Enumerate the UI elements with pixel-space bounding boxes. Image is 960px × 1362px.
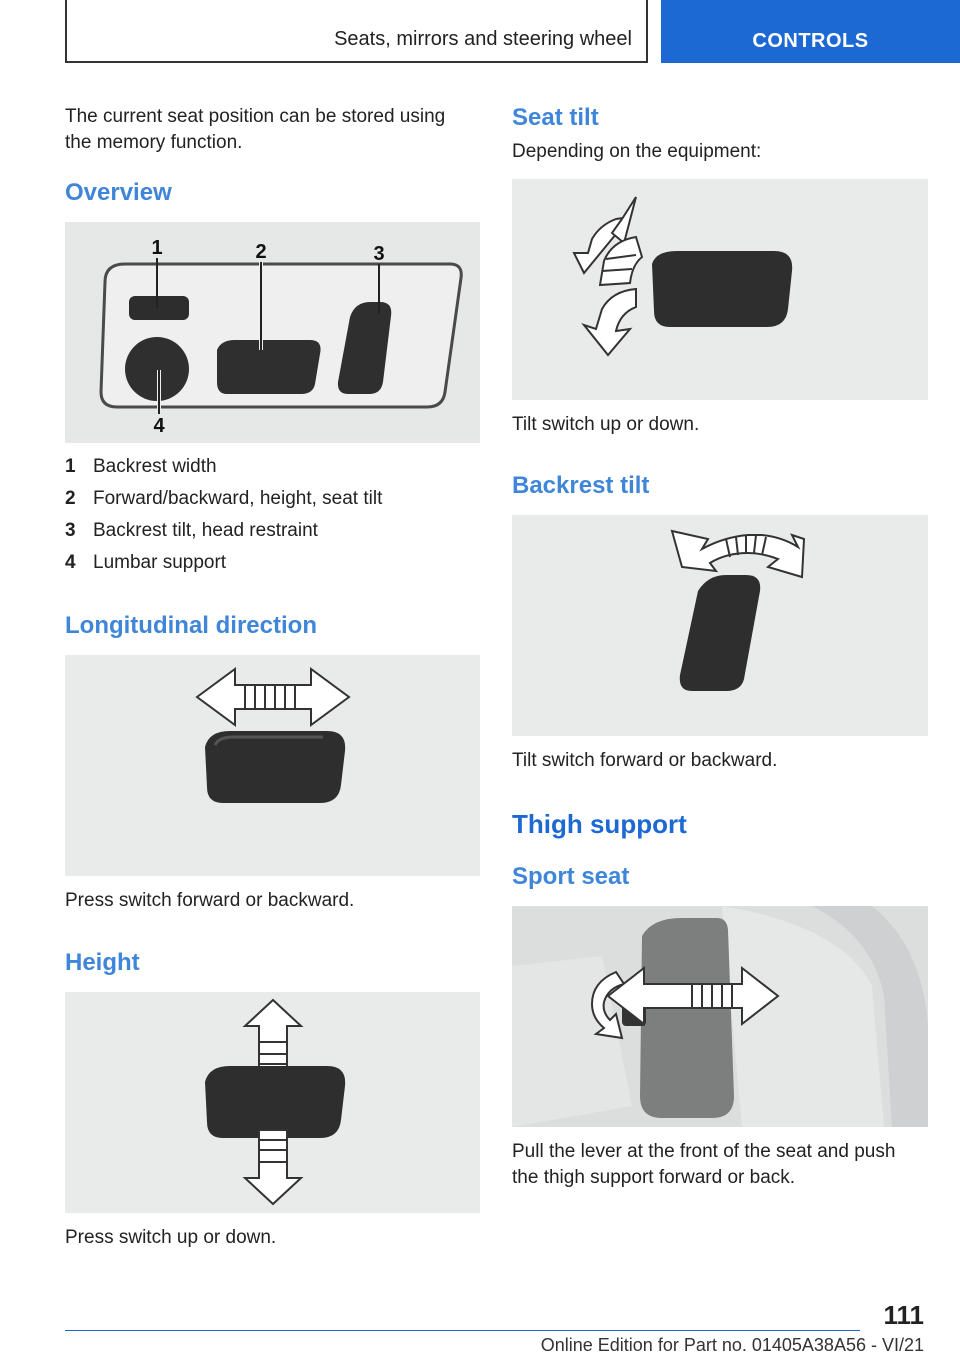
list-item-text: Lumbar support [93, 552, 227, 573]
overview-label-1: 1 [151, 237, 162, 259]
list-item-number: 2 [65, 488, 76, 509]
seat-tilt-caption: Tilt switch up or down. [512, 414, 700, 435]
footer-edition: Online Edition for Part no. 01405A38A56 … [540, 1335, 924, 1355]
intro-text: The current seat position can be stored … [65, 106, 446, 153]
header-section-label: Seats, mirrors and steering wheel [334, 28, 632, 50]
list-item-number: 1 [65, 456, 76, 477]
list-item: 3 Backrest tilt, head restraint [65, 520, 318, 542]
header-tab-controls[interactable]: CONTROLS [661, 0, 960, 63]
list-item: 2 Forward/backward, height, seat tilt [65, 488, 382, 510]
list-item: 1 Backrest width [65, 456, 217, 478]
longitudinal-heading: Longitudinal direction [65, 612, 317, 639]
backrest-tilt-caption: Tilt switch forward or backward. [512, 750, 778, 771]
overview-label-4: 4 [153, 415, 165, 437]
height-heading: Height [65, 949, 140, 976]
list-item-number: 4 [65, 552, 76, 573]
list-item-number: 3 [65, 520, 76, 541]
overview-figure: 1 2 3 4 [65, 222, 480, 443]
thigh-support-heading: Thigh support [512, 809, 687, 839]
list-item-text: Forward/backward, height, seat tilt [93, 488, 383, 509]
seat-tilt-figure [512, 179, 928, 400]
list-item: 4 Lumbar support [65, 552, 226, 574]
longitudinal-caption: Press switch forward or backward. [65, 890, 355, 911]
seat-tilt-intro: Depending on the equipment: [512, 141, 762, 162]
list-item-text: Backrest width [93, 456, 217, 477]
overview-heading: Overview [65, 179, 172, 206]
height-figure [65, 992, 480, 1213]
backrest-tilt-figure [512, 515, 928, 736]
footer-divider [65, 1330, 860, 1331]
longitudinal-figure [65, 655, 480, 876]
header-section-title: Seats, mirrors and steering wheel [65, 0, 648, 63]
overview-label-2: 2 [255, 241, 266, 263]
page-number: 111 [883, 1300, 924, 1330]
seat-tilt-heading: Seat tilt [512, 104, 599, 131]
sport-seat-figure [512, 906, 928, 1127]
overview-label-3: 3 [373, 243, 384, 265]
backrest-tilt-heading: Backrest tilt [512, 472, 650, 499]
sport-seat-heading: Sport seat [512, 863, 630, 890]
height-caption: Press switch up or down. [65, 1227, 277, 1248]
header-tab-label: CONTROLS [752, 30, 869, 52]
list-item-text: Backrest tilt, head restraint [93, 520, 318, 541]
sport-seat-caption: Pull the lever at the front of the seat … [512, 1141, 896, 1188]
